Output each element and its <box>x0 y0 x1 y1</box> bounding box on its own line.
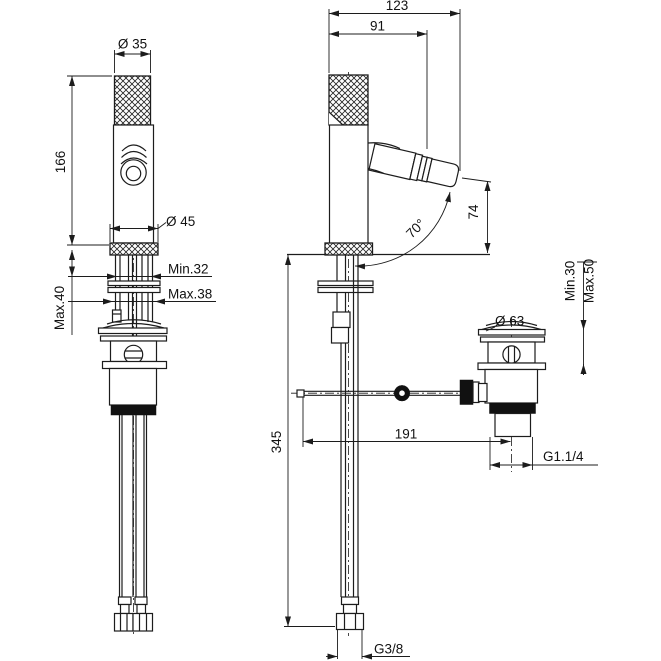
dim345-label: 345 <box>269 431 284 454</box>
dim-g38: G3/8 <box>326 630 410 660</box>
dim191-label: 191 <box>395 427 418 442</box>
side-dimensions: 123 91 74 70° Min.30 Max.50 <box>269 0 598 660</box>
dim-345: 345 <box>269 255 335 627</box>
side-drain-thread <box>489 402 536 414</box>
front-body <box>112 124 155 244</box>
dim123-label: 123 <box>386 0 409 13</box>
dim-dia45: Ø 45 <box>109 214 195 242</box>
dim-191: 191 <box>302 397 511 447</box>
min32-label: Min.32 <box>168 262 209 277</box>
side-spout <box>367 142 460 188</box>
max38-label: Max.38 <box>168 287 212 302</box>
angle70-label: 70° <box>403 216 428 241</box>
dim91-label: 91 <box>370 19 385 34</box>
front-drain-thread <box>110 404 157 416</box>
dim-max38: Max.38 <box>68 287 216 305</box>
front-base-ring <box>109 242 159 256</box>
min30-label: Min.30 <box>563 261 578 302</box>
side-base-ring <box>324 242 374 256</box>
drain-tailpiece <box>494 412 532 438</box>
side-drain <box>459 318 547 472</box>
dia45-label: Ø 45 <box>166 214 195 229</box>
front-hose-nut-left <box>113 612 134 632</box>
dim-min32: Min.32 <box>68 262 212 280</box>
max40-label: Max.40 <box>52 286 67 330</box>
front-view <box>97 75 168 637</box>
dim74-label: 74 <box>466 204 481 220</box>
front-hoses <box>113 415 154 632</box>
side-view <box>287 72 547 636</box>
front-hose-nut-right <box>132 612 154 632</box>
dim-dia35: Ø 35 <box>114 37 151 73</box>
dia63-label: Ø 63 <box>495 314 524 329</box>
side-handle-knurl <box>328 74 369 126</box>
front-handle-knurl <box>113 75 152 126</box>
g114-label: G1.1/4 <box>543 449 584 464</box>
rod-adjuster-knurl <box>459 379 474 405</box>
dim-91: 91 <box>329 19 428 149</box>
side-body <box>328 124 369 254</box>
side-mounting <box>317 255 374 344</box>
dim166-label: 166 <box>53 151 68 174</box>
side-drain-wing-screw <box>502 345 521 364</box>
max50-label: Max.50 <box>582 259 597 303</box>
front-spout-outlet <box>120 144 148 186</box>
front-drain <box>97 319 168 416</box>
dim-min30-max50: Min.30 Max.50 <box>563 259 597 375</box>
front-dimensions: Ø 35 166 Max.40 Ø 45 Min.32 <box>52 37 216 335</box>
dim-123: 123 <box>328 0 461 171</box>
dim-g114: G1.1/4 <box>489 437 598 470</box>
dim-74: 74 <box>461 177 492 253</box>
dia35-label: Ø 35 <box>118 37 147 52</box>
side-hose-nut <box>335 612 365 631</box>
side-hose-and-rod <box>335 255 365 631</box>
dim-dia63: Ø 63 <box>485 314 524 332</box>
dim-166-chain: 166 Max.40 <box>52 75 112 335</box>
g38-label: G3/8 <box>374 642 403 657</box>
